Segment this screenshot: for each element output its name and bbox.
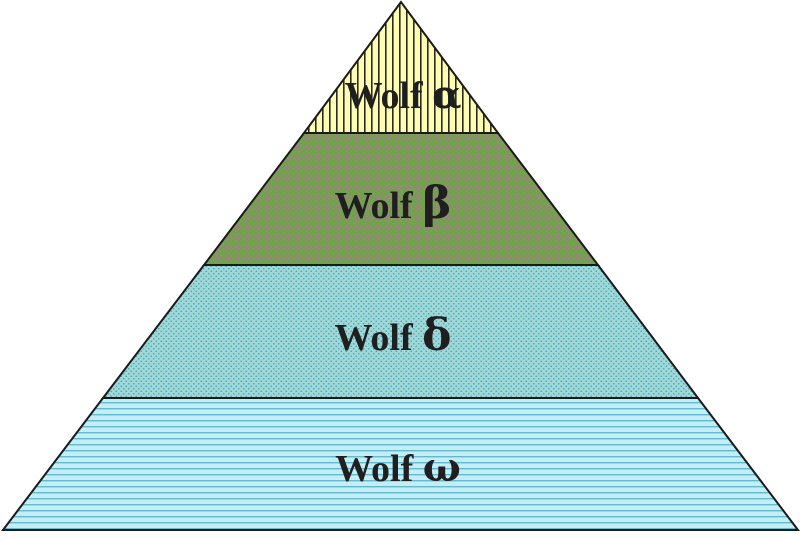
tier-delta-symbol: δ <box>422 310 451 361</box>
tier-beta-word: Wolf <box>335 185 414 227</box>
tier-alpha-word: Wolf <box>345 75 424 117</box>
tier-delta-label: Wolf δ <box>335 310 452 361</box>
tier-beta-label: Wolf β <box>335 178 452 229</box>
tier-omega-symbol: ω <box>423 444 461 491</box>
tier-omega-shape <box>0 397 801 531</box>
tier-delta-word: Wolf <box>335 317 414 359</box>
tier-omega-word: Wolf <box>335 448 414 490</box>
tier-alpha-symbol: α <box>432 72 461 117</box>
tier-beta-symbol: β <box>422 178 451 229</box>
tier-alpha-label: Wolf α <box>345 72 462 117</box>
tier-omega-label: Wolf ω <box>335 444 461 491</box>
